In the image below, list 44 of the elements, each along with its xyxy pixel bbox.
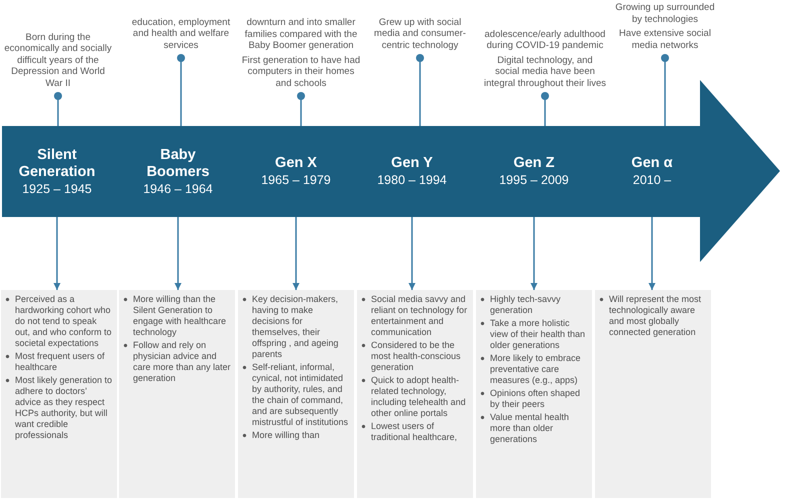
year-range: 1965 – 1979 (261, 173, 331, 188)
year-range: 1980 – 1994 (377, 173, 447, 188)
connector-line (541, 92, 549, 126)
connector-line (54, 92, 62, 126)
generation-name: Baby Boomers (146, 146, 210, 180)
note-text: Growing up surrounded by technologies (614, 2, 716, 25)
note-text: Digital technology, and social media have been integral throughout their lives (484, 54, 606, 89)
generation-name: Gen Z (513, 155, 555, 172)
year-range: 1995 – 2009 (499, 173, 569, 188)
note-text: downturn and into smaller families compared with the Baby Boomer generation (244, 17, 358, 52)
generation-name: Gen X (275, 155, 317, 172)
arrow (648, 217, 656, 290)
bullet-item: Perceived as a hardworking cohort who do not tend to speak out, and who conform to societal expectations (3, 294, 114, 349)
year-range: 2010 – (632, 173, 672, 188)
info-panel (595, 290, 711, 498)
bullet-item: Most likely generation to adhere to doctors’ advice as they respect HCPs authority, but will want credible professionals (3, 375, 114, 441)
info-panel (1, 290, 117, 498)
generation-name: Gen Y (391, 155, 433, 172)
note-text: First generation to have had computers in their homes and schools (240, 54, 362, 89)
bullet-item: Self-reliant, informal, cynical, not intimidated by authority, rules, and the chain of command, and are subsequently mistrustful of institutions (240, 362, 351, 428)
info-panel (238, 290, 354, 498)
year-range: 1925 – 1945 (22, 182, 92, 196)
arrow (174, 217, 182, 290)
bullet-item: Social media savvy and reliant on technology for entertainment and communication (359, 294, 470, 338)
connector-line (661, 54, 669, 126)
arrow (292, 217, 300, 290)
arrow (54, 217, 60, 290)
arrow (408, 217, 416, 290)
info-panel (476, 290, 592, 498)
generation-name: Gen α (631, 155, 673, 172)
generation-name: Silent Generation (18, 146, 96, 180)
note-text: Have extensive social media networks (618, 28, 712, 51)
note-text: Grew up with social media and consumer-centric technology (373, 16, 467, 51)
arrow (530, 217, 538, 290)
note-text: education, employment and health and welfare services (130, 16, 232, 51)
note-text: adolescence/early adulthood during COVID-19 pandemic (484, 28, 606, 52)
info-panel (357, 290, 473, 498)
info-panel (119, 290, 235, 498)
connector-line (177, 54, 185, 126)
bullet-item: Follow and rely on physician advice and care more than any later generation (121, 340, 232, 384)
connector-line (416, 54, 424, 126)
year-range: 1946 – 1964 (143, 182, 213, 196)
connector-line (297, 92, 305, 126)
note-text: Born during the economically and socially difficult years of the Depression and World War II (3, 32, 113, 89)
